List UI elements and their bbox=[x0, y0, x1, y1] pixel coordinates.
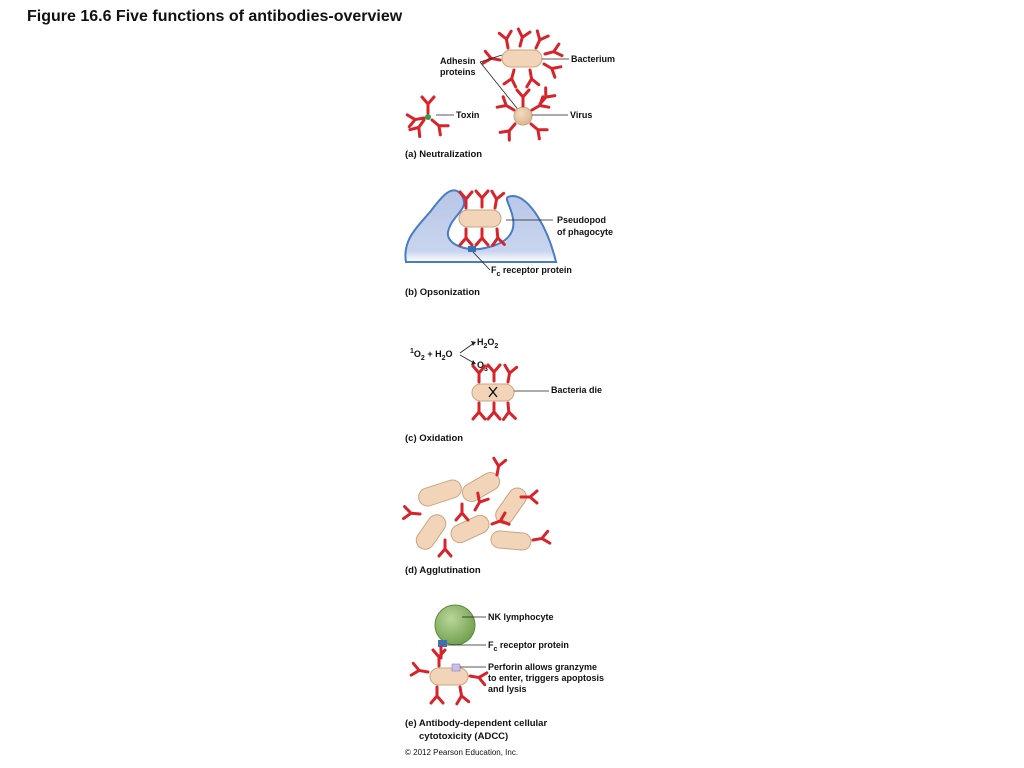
fc-receptor-marker bbox=[468, 246, 476, 252]
fc-receptor-label-b: Fc receptor protein bbox=[491, 265, 572, 278]
oxidation-product-h2o2: H2O2 bbox=[477, 337, 498, 350]
nk-lymphocyte-label: NK lymphocyte bbox=[488, 612, 554, 622]
toxin-label: Toxin bbox=[456, 110, 479, 120]
page-title: Figure 16.6 Five functions of antibodies… bbox=[27, 8, 403, 25]
virus-label: Virus bbox=[570, 110, 592, 120]
panel-e-adcc: NK lymphocyte Fc receptor protein Perfor… bbox=[405, 604, 604, 742]
death-x-mark bbox=[488, 386, 498, 398]
panel-c-caption: (c) Oxidation bbox=[405, 433, 463, 444]
panel-e-caption-line2: cytotoxicity (ADCC) bbox=[419, 731, 508, 742]
agglutinated-bacteria bbox=[415, 472, 532, 551]
panel-d-caption: (d) Agglutination bbox=[405, 565, 481, 576]
panel-c-oxidation: 1O2 + H2O H2O2 O3 Bacteria die (c) Oxida… bbox=[405, 337, 602, 444]
toxin-shape bbox=[425, 114, 431, 120]
adhesin-label-line2: proteins bbox=[440, 67, 476, 77]
panel-d-agglutination: (d) Agglutination bbox=[402, 456, 552, 576]
copyright-notice: © 2012 Pearson Education, Inc. bbox=[405, 748, 518, 757]
oxidation-reactants: 1O2 + H2O bbox=[410, 348, 453, 362]
nk-lymphocyte-shape bbox=[434, 604, 476, 646]
panel-e-caption-line1: (e) Antibody-dependent cellular bbox=[405, 718, 547, 729]
bacterium-shape bbox=[429, 667, 469, 686]
bacterium-label: Bacterium bbox=[571, 54, 615, 64]
panel-a-neutralization: Bacterium Adhesin proteins Toxin Virus (… bbox=[405, 27, 615, 160]
bacterium-shape bbox=[501, 49, 543, 68]
pseudopod-label-line2: of phagocyte bbox=[557, 227, 613, 237]
pseudopod-label-line1: Pseudopod bbox=[557, 215, 606, 225]
fc-receptor-marker bbox=[438, 640, 447, 647]
panel-b-opsonization: Pseudopod of phagocyte Fc receptor prote… bbox=[404, 189, 613, 298]
perforin-marker bbox=[451, 663, 461, 672]
oxidation-product-o3: O3 bbox=[477, 360, 488, 373]
panel-a-caption: (a) Neutralization bbox=[405, 149, 482, 160]
fc-receptor-label-e: Fc receptor protein bbox=[488, 640, 569, 653]
bacteria-die-label: Bacteria die bbox=[551, 385, 602, 395]
virus-shape bbox=[513, 106, 533, 126]
adhesin-label-line1: Adhesin bbox=[440, 56, 476, 66]
perforin-label-line2: to enter, triggers apoptosis bbox=[488, 673, 604, 683]
perforin-label-line3: and lysis bbox=[488, 684, 527, 694]
panel-b-caption: (b) Opsonization bbox=[405, 287, 480, 298]
bacterium-shape bbox=[458, 209, 502, 228]
perforin-label-line1: Perforin allows granzyme bbox=[488, 662, 597, 672]
